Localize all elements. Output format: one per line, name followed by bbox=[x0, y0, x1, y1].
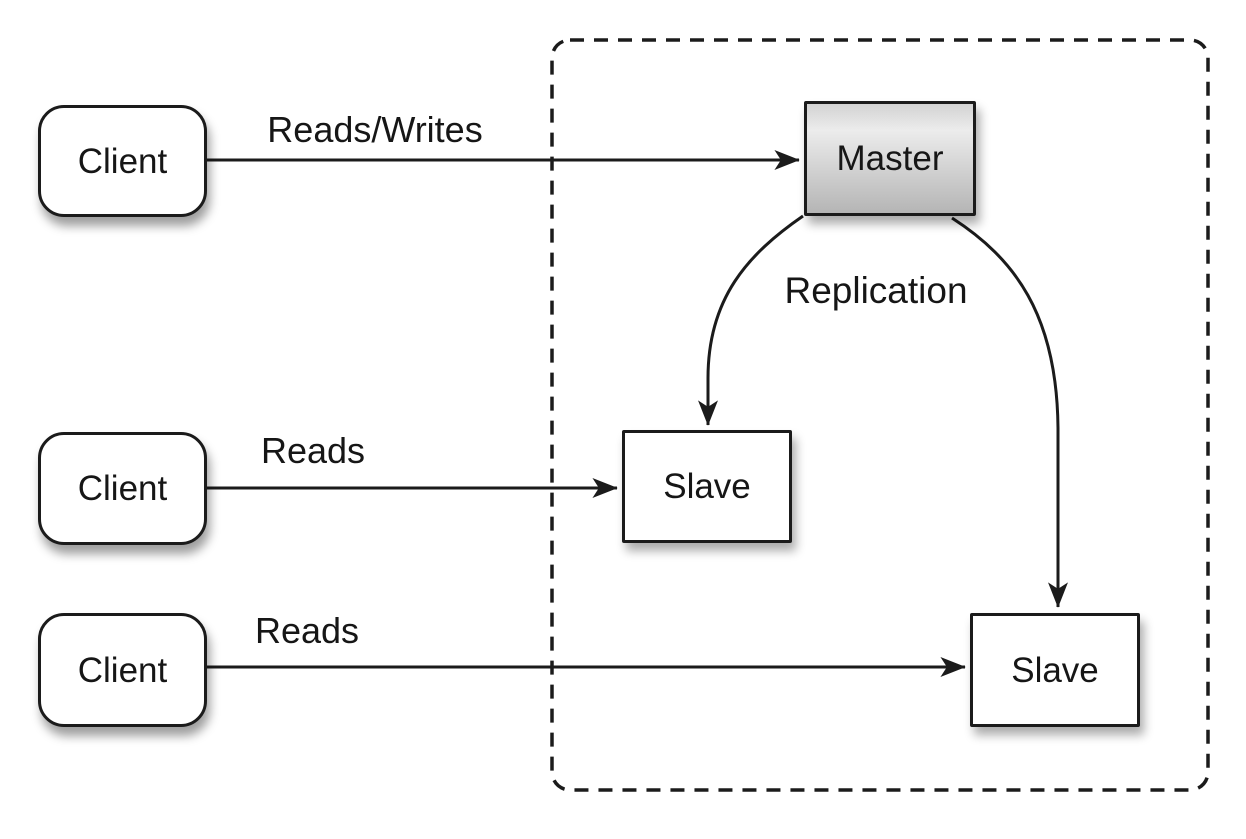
edge-label-reads-writes: Reads/Writes bbox=[267, 109, 483, 150]
edge-label-replication: Replication bbox=[784, 270, 968, 311]
client3-node: Client bbox=[38, 613, 207, 727]
slave2-label: Slave bbox=[1011, 650, 1099, 690]
client2-label: Client bbox=[77, 469, 168, 508]
master-label: Master bbox=[836, 139, 944, 178]
edge-master-to-slave1 bbox=[698, 214, 804, 426]
slave1-node: Slave bbox=[622, 430, 792, 543]
client1-node: Client bbox=[38, 105, 207, 217]
slave1-label: Slave bbox=[663, 467, 751, 506]
client2-node: Client bbox=[38, 432, 207, 545]
client3-label: Client bbox=[77, 650, 168, 690]
edge-master-to-slave2 bbox=[951, 216, 1068, 608]
master-node: Master bbox=[804, 101, 976, 216]
client1-label: Client bbox=[77, 141, 168, 181]
edge-label-reads-middle: Reads bbox=[260, 430, 366, 471]
edge-label-reads-bottom: Reads bbox=[254, 610, 360, 651]
slave2-node: Slave bbox=[970, 613, 1140, 727]
